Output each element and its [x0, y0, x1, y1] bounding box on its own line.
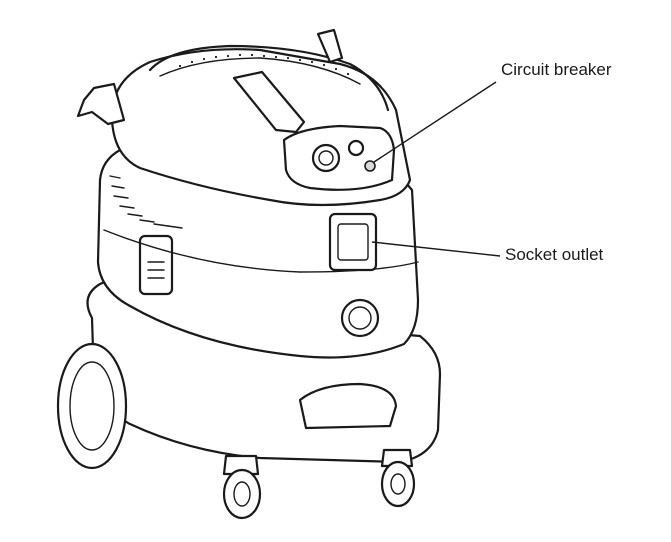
- circuit-breaker-label: Circuit breaker: [501, 60, 612, 79]
- circuit-breaker-leader: [373, 81, 497, 163]
- socket-outlet-leader: [371, 241, 501, 257]
- mode-switch: [347, 139, 365, 157]
- suction-port: [340, 298, 380, 338]
- suction-dial: [311, 143, 341, 173]
- left-hook: [76, 82, 126, 126]
- front-left-caster: [222, 454, 262, 520]
- right-hook: [316, 28, 344, 64]
- rear-wheel: [56, 342, 128, 470]
- grille-dots: [178, 53, 350, 76]
- circuit-breaker-button: [364, 160, 376, 172]
- front-right-caster: [380, 448, 416, 508]
- socket-outlet-label: Socket outlet: [505, 245, 604, 264]
- front-recess: [298, 382, 398, 430]
- socket-outlet: [328, 212, 378, 272]
- belt-seam: [103, 229, 419, 273]
- side-vents: [109, 175, 183, 229]
- carry-handle: [232, 70, 306, 134]
- top-grille: [148, 44, 390, 112]
